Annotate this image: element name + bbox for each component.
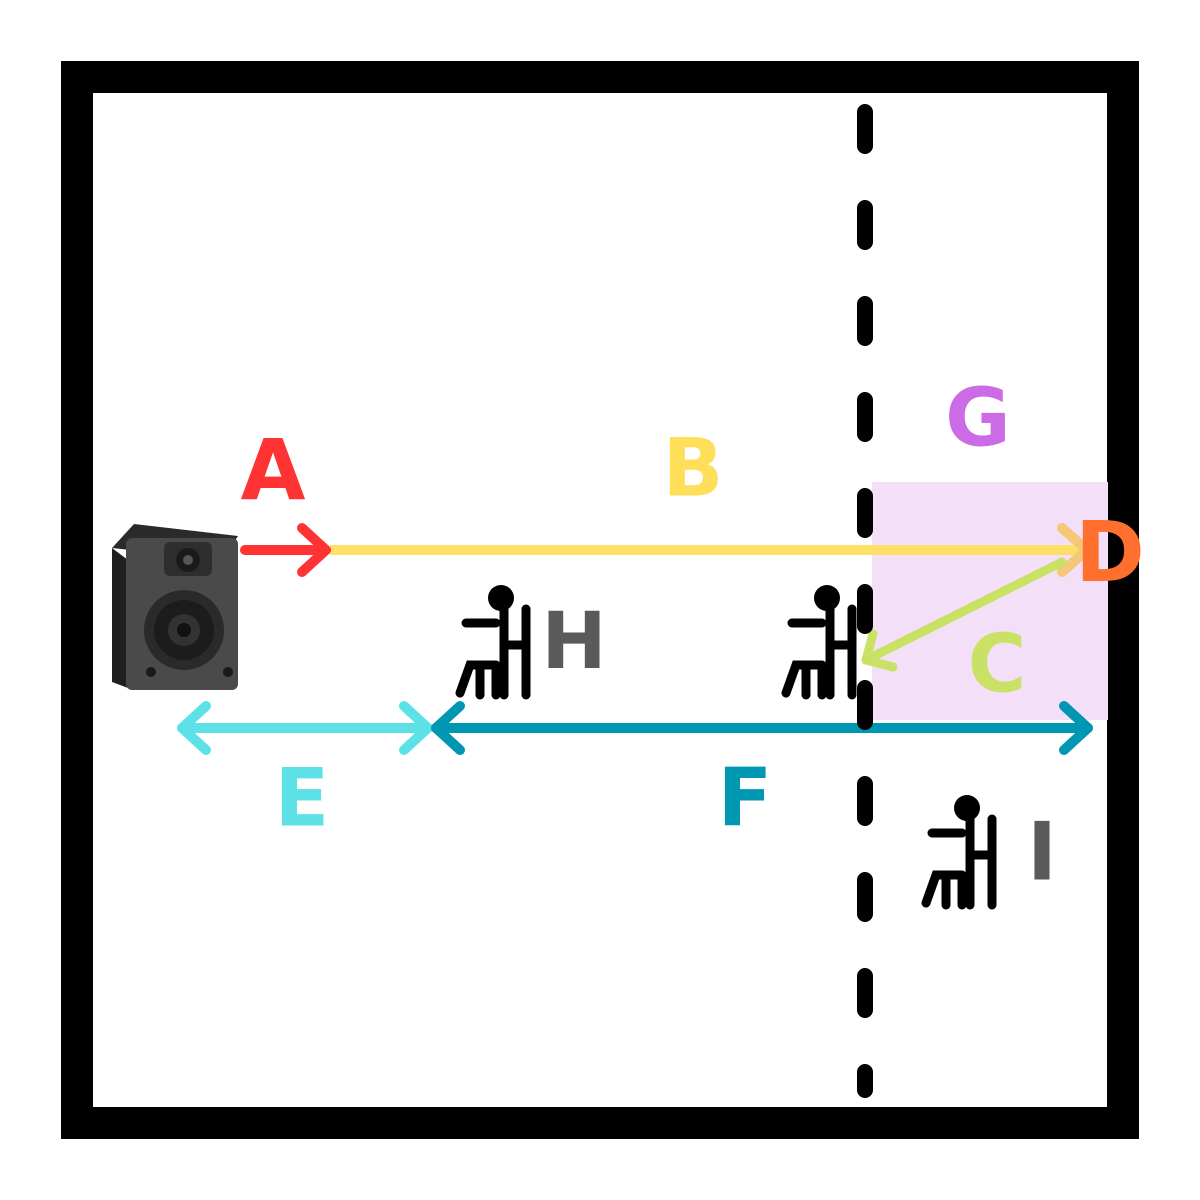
label-f: F: [718, 752, 773, 845]
arrow-e: [177, 701, 433, 755]
label-c: C: [968, 618, 1027, 711]
listener-h-icon: [460, 585, 526, 695]
arrow-b: [330, 523, 1092, 577]
room-walls: [61, 61, 1139, 1139]
listener-i-icon: [926, 795, 992, 905]
label-d: D: [1075, 503, 1145, 601]
arrow-f: [431, 701, 1093, 755]
arrow-a: [240, 523, 331, 577]
label-g: G: [945, 372, 1011, 465]
studio-monitor-speaker-icon: [112, 524, 238, 690]
label-i: I: [1027, 806, 1057, 899]
label-a: A: [240, 421, 305, 519]
label-h: H: [541, 597, 606, 687]
listener-center-icon: [786, 585, 852, 695]
label-b: B: [663, 422, 724, 515]
arrow-c: [861, 557, 1067, 672]
label-e: E: [275, 752, 330, 845]
